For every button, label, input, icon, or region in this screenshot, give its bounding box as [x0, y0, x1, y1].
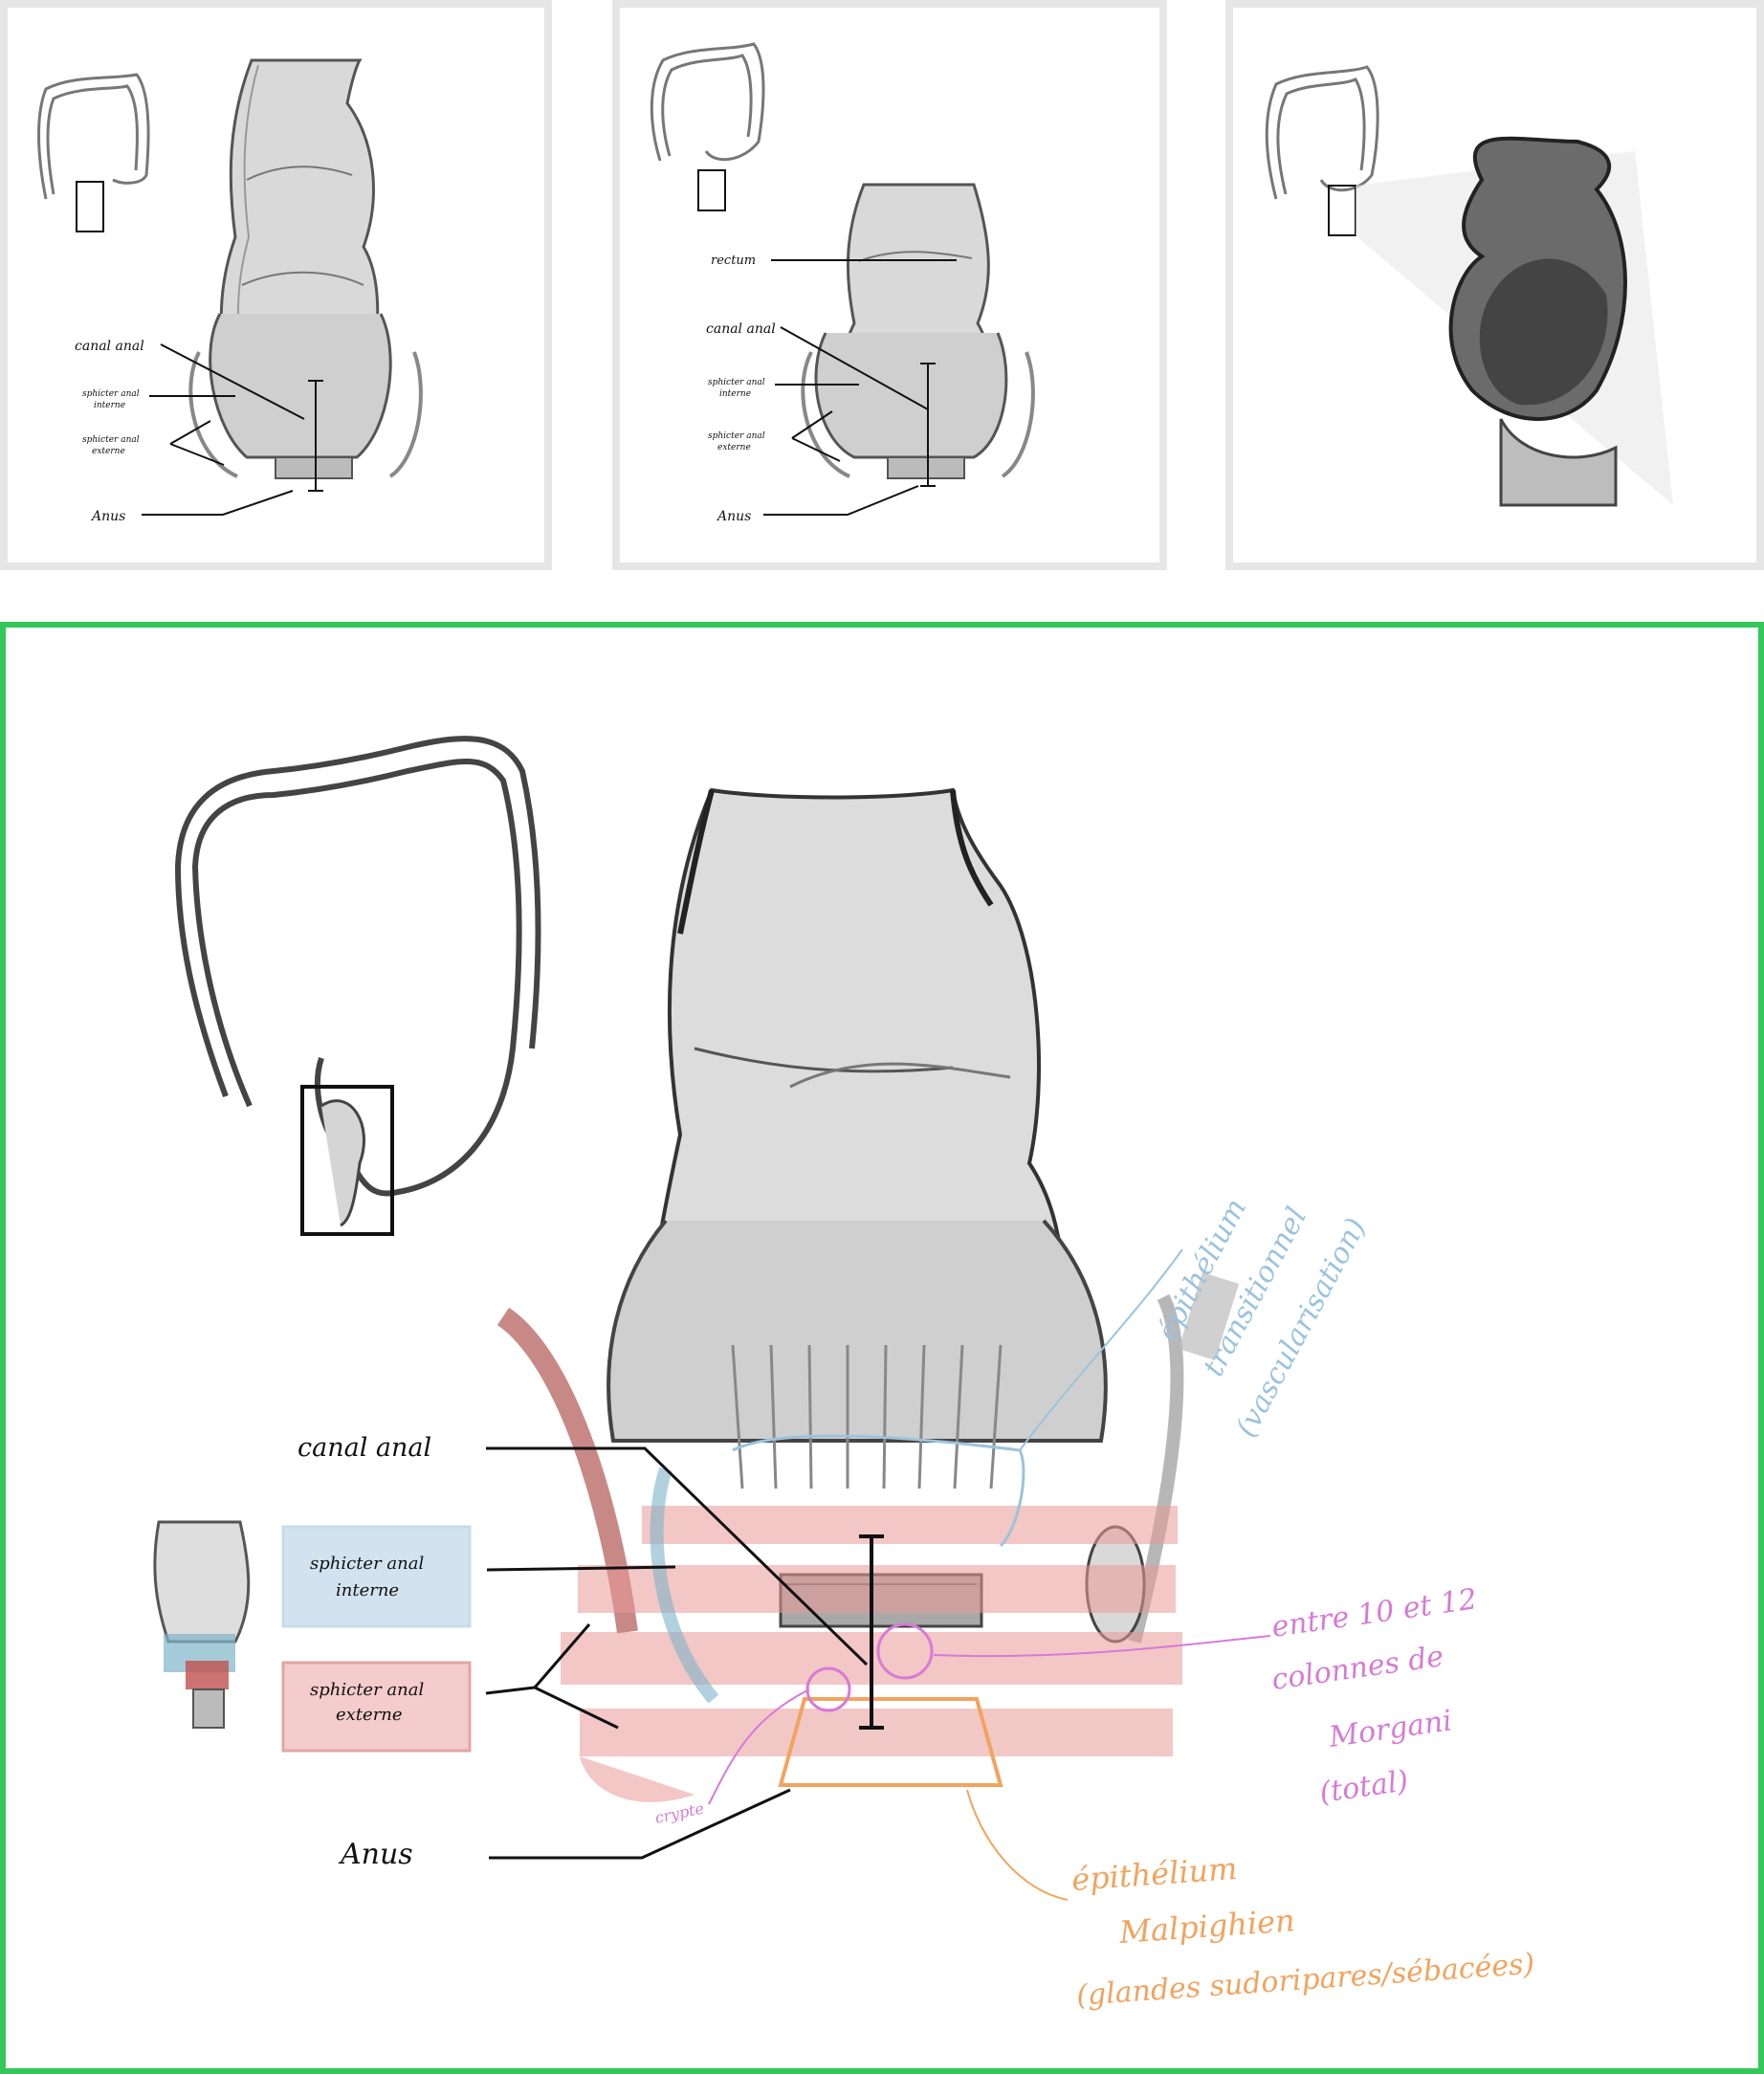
zoom-box — [1328, 185, 1356, 236]
svg-text:colonnes de: colonnes de — [1269, 1640, 1445, 1697]
transitional-zone-outline — [732, 1434, 1025, 1548]
colon-sketch — [174, 736, 541, 1197]
label-sphincter-interne-1: sphicter anal — [708, 378, 765, 387]
rectum-drawing — [801, 183, 1035, 487]
rectum-3d-drawing — [1448, 136, 1627, 507]
sketch-panel-1: canal anal sphicter anal interne sphicte… — [0, 0, 552, 570]
label-anus: Anus — [338, 1838, 413, 1871]
svg-text:(total): (total) — [1317, 1764, 1410, 1810]
legend-internal-swatch — [281, 1525, 472, 1628]
main-diagram-panel: canal anal sphicter anal interne sphicte… — [0, 622, 1764, 2074]
label-anus: Anus — [716, 509, 751, 524]
sketch-1-drawing: canal anal sphicter anal interne sphicte… — [37, 58, 423, 524]
sketch-panel-2: rectum canal anal sphicter anal interne … — [612, 0, 1167, 570]
zoom-box — [697, 169, 726, 211]
colon-thumbnail — [650, 42, 765, 162]
morgani-column-circle — [876, 1622, 934, 1680]
label-sphincter-externe-2: externe — [717, 443, 751, 452]
svg-text:épithélium: épithélium — [1070, 1850, 1239, 1898]
colon-thumbnail — [1265, 65, 1379, 200]
zoom-box — [300, 1085, 394, 1236]
legend-rectum-thumbnail — [153, 1520, 251, 1729]
label-sphincter-externe-1: sphicter anal — [82, 435, 140, 445]
label-anus: Anus — [90, 509, 125, 524]
main-drawing: canal anal sphicter anal interne sphicte… — [153, 736, 1535, 2013]
label-rectum: rectum — [711, 254, 756, 268]
label-canal-anal: canal anal — [75, 339, 144, 354]
label-sphincter-interne-2: interne — [719, 389, 751, 399]
annotation-malpighian: épithélium Malpighien (glandes sudoripar… — [1070, 1850, 1535, 2013]
sketch-panel-3 — [1225, 0, 1764, 570]
svg-text:Morgani: Morgani — [1326, 1704, 1454, 1754]
label-sphincter-externe-2: externe — [336, 1705, 403, 1725]
label-canal-anal: canal anal — [706, 321, 776, 337]
label-sphincter-externe-1: sphicter anal — [708, 431, 765, 441]
annotation-morgani: entre 10 et 12 colonnes de Morgani (tota… — [1269, 1582, 1479, 1810]
label-sphincter-interne-2: interne — [94, 401, 125, 410]
sketch-2-drawing: rectum canal anal sphicter anal interne … — [650, 42, 1035, 524]
label-sphincter-interne-1: sphicter anal — [82, 389, 140, 399]
label-sphincter-interne-2: interne — [336, 1580, 399, 1600]
svg-text:(glandes sudoripares/sébacées): (glandes sudoripares/sébacées) — [1075, 1948, 1535, 2013]
label-crypte: crypte — [653, 1799, 706, 1827]
label-sphincter-externe-2: externe — [92, 447, 125, 456]
sketch-3-drawing — [1265, 65, 1673, 507]
svg-text:Malpighien: Malpighien — [1117, 1902, 1296, 1951]
label-sphincter-interne-1: sphicter anal — [310, 1554, 424, 1574]
rectum-drawing — [188, 58, 423, 492]
colon-thumbnail — [37, 73, 150, 200]
internal-sphincter-outline — [650, 1467, 719, 1704]
label-sphincter-externe-1: sphicter anal — [310, 1680, 424, 1700]
malpighian-zone-outline — [778, 1697, 1003, 1787]
label-canal-anal: canal anal — [298, 1433, 431, 1463]
zoom-box — [76, 181, 104, 232]
svg-text:entre 10 et 12: entre 10 et 12 — [1269, 1582, 1479, 1644]
legend-external-swatch — [281, 1661, 472, 1753]
